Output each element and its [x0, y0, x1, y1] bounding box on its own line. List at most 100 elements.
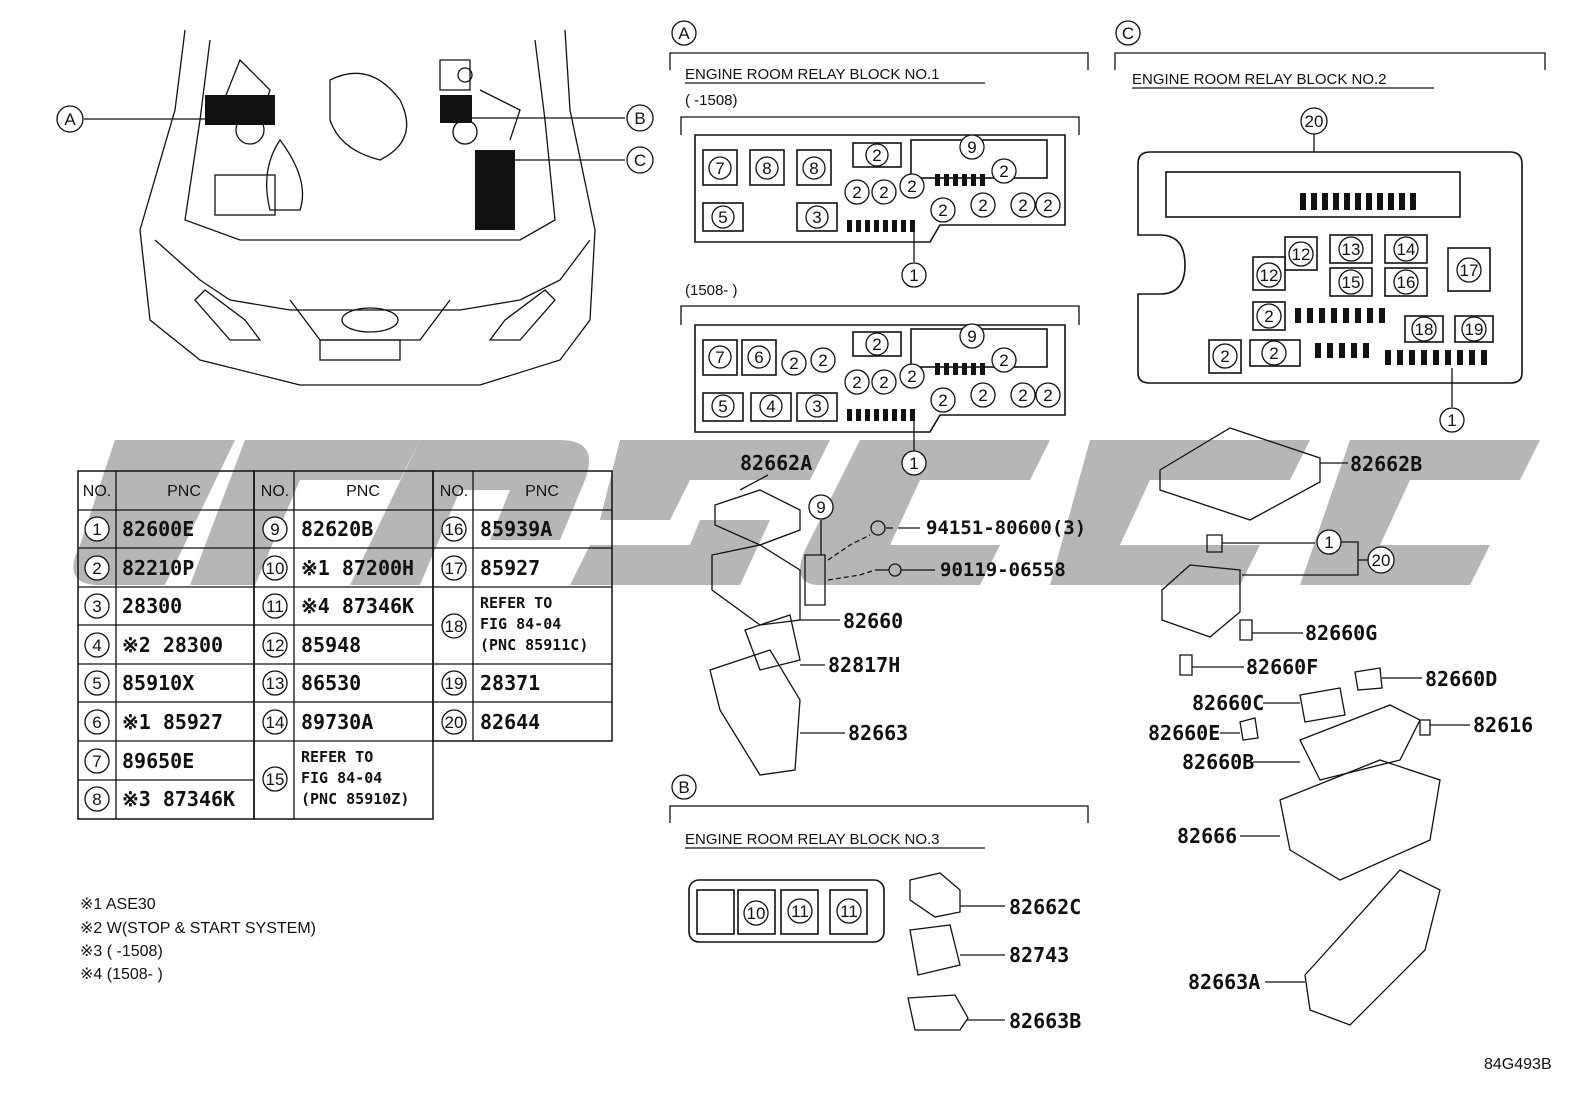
pnc-value: 85927: [480, 556, 540, 580]
footnote-2: ※2 W(STOP & START SYSTEM): [80, 920, 316, 937]
part-82666: 82666: [1177, 824, 1237, 848]
svg-text:3: 3: [92, 597, 101, 616]
col2-header-pnc: PNC: [346, 483, 380, 500]
pnc-value: 85939A: [480, 517, 552, 541]
svg-text:15: 15: [266, 770, 285, 789]
svg-text:14: 14: [266, 713, 285, 732]
pnc-value: 89650E: [122, 749, 194, 773]
svg-text:17: 17: [445, 559, 464, 578]
col1-header-pnc: PNC: [167, 483, 201, 500]
section-c: C ENGINE ROOM RELAY BLOCK NO.2 20 12 12 …: [1114, 20, 1546, 1026]
part-82660F: 82660F: [1246, 655, 1318, 679]
part-82616: 82616: [1473, 713, 1533, 737]
svg-text:2: 2: [978, 196, 987, 215]
pnc-value-line1: REFER TO: [480, 594, 552, 612]
table-row: 6 ※1 85927: [84, 709, 223, 735]
table-row: 19 28371: [441, 670, 540, 696]
svg-text:2: 2: [879, 373, 888, 392]
svg-text:18: 18: [1415, 320, 1434, 339]
part-82660: 82660: [843, 609, 903, 633]
svg-text:7: 7: [92, 752, 101, 771]
svg-text:2: 2: [872, 335, 881, 354]
svg-text:13: 13: [266, 674, 285, 693]
svg-text:13: 13: [1342, 240, 1361, 259]
svg-text:12: 12: [266, 636, 285, 655]
svg-text:8: 8: [809, 159, 818, 178]
svg-text:2: 2: [872, 146, 881, 165]
pnc-value: 82210P: [122, 556, 194, 580]
part-82663B: 82663B: [1009, 1009, 1081, 1033]
svg-text:12: 12: [1260, 266, 1279, 285]
svg-text:2: 2: [1264, 307, 1273, 326]
engine-bay-illustration: A B C: [56, 29, 654, 386]
svg-text:11: 11: [840, 902, 858, 921]
table-row: 16 85939A: [441, 516, 552, 542]
svg-text:2: 2: [907, 367, 916, 386]
section-a-label: A: [678, 24, 690, 43]
svg-text:8: 8: [762, 159, 771, 178]
block-no1-late-slots: 7 6 2 2 5 4 3 2 9 2 2 2 2 2 2 2 2 1: [702, 323, 1061, 476]
svg-text:2: 2: [1220, 347, 1229, 366]
footnote-4: ※4 (1508- ): [80, 966, 163, 983]
table-row: 5 85910X: [84, 670, 194, 696]
table-row: 12 85948: [262, 632, 361, 658]
svg-text:2: 2: [852, 373, 861, 392]
svg-text:14: 14: [1397, 240, 1416, 259]
svg-text:16: 16: [1397, 273, 1416, 292]
table-row: 4 ※2 28300: [84, 632, 223, 658]
pnc-value: 86530: [301, 671, 361, 695]
table-row: 8 ※3 87346K: [84, 786, 235, 812]
table-row: 20 82644: [441, 709, 540, 735]
table-row: 1 82600E: [84, 516, 194, 542]
part-82660D: 82660D: [1425, 667, 1497, 691]
svg-text:19: 19: [445, 674, 464, 693]
table-row: 14 89730A: [262, 709, 373, 735]
pnc-value: 89730A: [301, 710, 373, 734]
svg-text:20: 20: [1372, 551, 1391, 570]
exploded-parts-a: 82662A 9 94151-80600(3) 90119-06558 8266…: [709, 451, 1086, 776]
svg-text:2: 2: [1018, 196, 1027, 215]
svg-text:9: 9: [967, 138, 976, 157]
svg-text:20: 20: [1305, 112, 1324, 131]
pnc-value: ※2 28300: [122, 633, 223, 657]
part-82663: 82663: [848, 721, 908, 745]
part-82660G: 82660G: [1305, 621, 1377, 645]
svg-text:1: 1: [1324, 533, 1333, 552]
table-row: 10 ※1 87200H: [262, 555, 414, 581]
block-no1-early-slots: 7 8 8 5 3 2 9 2 2 2 2 2 2 2 2 1: [702, 134, 1061, 288]
svg-text:2: 2: [1269, 344, 1278, 363]
pnc-value: 85910X: [122, 671, 194, 695]
part-82660C: 82660C: [1192, 691, 1264, 715]
watermark-logo: [73, 440, 1540, 585]
block-no1-title: ENGINE ROOM RELAY BLOCK NO.1: [685, 66, 940, 83]
svg-text:2: 2: [938, 391, 947, 410]
pnc-value: ※4 87346K: [301, 594, 414, 618]
svg-text:12: 12: [1292, 245, 1311, 264]
footnote-3: ※3 ( -1508): [80, 943, 163, 960]
footnote-1: ※1 ASE30: [80, 896, 156, 913]
svg-text:2: 2: [907, 177, 916, 196]
svg-text:7: 7: [715, 159, 724, 178]
svg-text:2: 2: [999, 162, 1008, 181]
table-row: 17 85927: [441, 555, 540, 581]
col1-header-no: NO.: [83, 483, 111, 500]
footnotes: ※1 ASE30 ※2 W(STOP & START SYSTEM) ※3 ( …: [80, 896, 316, 983]
svg-text:9: 9: [270, 520, 279, 539]
svg-text:17: 17: [1460, 261, 1479, 280]
pnc-value-line1: REFER TO: [301, 748, 373, 766]
pnc-table: NO. PNC NO. PNC NO. PNC 1 82600E 2 82210…: [77, 470, 613, 820]
part-82662A: 82662A: [740, 451, 812, 475]
block-no1-variant-late: (1508- ): [685, 282, 738, 299]
svg-text:3: 3: [812, 208, 821, 227]
svg-text:5: 5: [718, 397, 727, 416]
table-row: 15 REFER TO FIG 84-04 (PNC 85910Z): [262, 748, 409, 808]
svg-text:2: 2: [978, 386, 987, 405]
section-b-label: B: [678, 778, 689, 797]
pnc-value: ※1 85927: [122, 710, 223, 734]
svg-text:9: 9: [967, 327, 976, 346]
svg-text:2: 2: [92, 559, 101, 578]
pnc-value: ※1 87200H: [301, 556, 414, 580]
table-row: 13 86530: [262, 670, 361, 696]
block-no3-title: ENGINE ROOM RELAY BLOCK NO.3: [685, 831, 940, 848]
